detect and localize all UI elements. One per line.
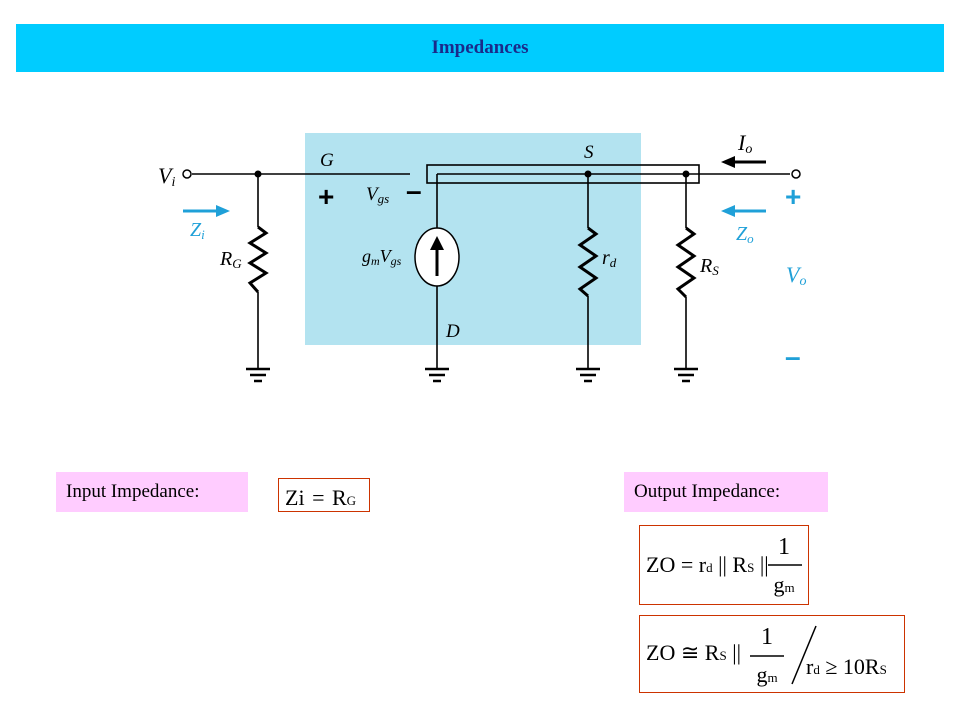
output-impedance-text: Output Impedance: xyxy=(634,481,781,502)
title-bar: Impedances xyxy=(16,24,944,72)
condition-slash xyxy=(791,625,817,685)
zo2-lhs-sub: O xyxy=(659,640,675,665)
zo2-den-main: g xyxy=(756,662,767,687)
zo-rd-main: r xyxy=(699,552,707,577)
zi-arrow-icon xyxy=(183,205,230,217)
zo2-rs-sub: S xyxy=(719,648,726,663)
input-impedance-label: Input Impedance: xyxy=(56,472,248,512)
zo-rd-sub: d xyxy=(706,560,713,575)
circuit-diagram: Vi G S D Io RG Vgs gmVgs rd RS Zi Zo Vo … xyxy=(158,130,806,383)
resistor-rs xyxy=(675,226,697,299)
cond-rhs-sub: S xyxy=(880,662,887,677)
zo-equals: = xyxy=(681,552,693,577)
output-impedance-label: Output Impedance: xyxy=(624,472,828,512)
zi-label: Zi xyxy=(190,219,205,242)
vi-label: Vi xyxy=(158,163,175,190)
cond-geq: ≥ xyxy=(825,654,837,679)
vgs-plus-sign: + xyxy=(318,181,334,212)
zo-parallel-2: || xyxy=(760,552,769,577)
vgs-minus-sign: – xyxy=(406,175,422,206)
zi-equals: = xyxy=(312,485,324,510)
page-title: Impedances xyxy=(431,37,529,58)
junction-dot xyxy=(682,170,690,178)
svg-text:Zi = RG: Zi = RG xyxy=(285,485,356,510)
rg-label: RG xyxy=(219,248,242,271)
vo-label: Vo xyxy=(786,262,806,289)
resistor-rd xyxy=(577,226,599,298)
zo2-parallel: || xyxy=(732,640,741,665)
zo2-lhs-main: Z xyxy=(646,640,659,665)
zo-den-sub: m xyxy=(784,580,794,595)
zo2-rs-main: R xyxy=(705,640,720,665)
zo-parallel-1: || xyxy=(718,552,727,577)
vo-plus-sign: + xyxy=(785,181,801,212)
svg-text:gm: gm xyxy=(773,572,794,597)
output-impedance-approx-formula: ZO ≅ RS || 1 gm rd ≥ 10RS xyxy=(639,615,905,693)
vi-terminal xyxy=(182,169,192,179)
zo-fraction-numerator: 1 xyxy=(778,534,790,560)
wires xyxy=(192,164,790,368)
zo-lhs-sub: O xyxy=(659,552,675,577)
ground-icon xyxy=(674,367,698,383)
zi-rhs-sub: G xyxy=(347,493,356,508)
zi-lhs: Zi xyxy=(285,485,305,510)
cond-rhs-main: 10R xyxy=(843,654,880,679)
ground-icon xyxy=(246,367,270,383)
input-impedance-formula: Zi = RG xyxy=(278,478,370,512)
svg-text:gm: gm xyxy=(756,662,777,687)
junction-dot xyxy=(254,170,262,178)
junction-dot xyxy=(584,170,592,178)
resistor-rg xyxy=(247,225,269,293)
zo-den-main: g xyxy=(773,572,784,597)
vo-minus-sign: – xyxy=(785,341,801,372)
zo-rs-sub: S xyxy=(747,560,754,575)
source-label: S xyxy=(584,142,594,163)
rs-label: RS xyxy=(699,255,719,278)
ground-icon xyxy=(425,367,449,383)
vgs-label: Vgs xyxy=(366,184,389,206)
zo2-den-sub: m xyxy=(767,670,777,685)
ground-icon xyxy=(576,367,600,383)
svg-text:ZO = rd ||: ZO = rd || RS || xyxy=(646,552,769,577)
zi-rhs-main: R xyxy=(332,485,347,510)
zo2-fraction-numerator: 1 xyxy=(761,624,773,650)
zo-label: Zo xyxy=(736,223,754,246)
fet-model-box xyxy=(305,133,641,345)
input-impedance-text: Input Impedance: xyxy=(66,481,200,502)
drain-label: D xyxy=(445,321,460,342)
gate-label: G xyxy=(320,150,334,171)
rd-label: rd xyxy=(602,247,617,270)
svg-text:ZO ≅ RS ||: ZO ≅ RS || xyxy=(646,640,741,665)
zo-rs-main: R xyxy=(732,552,747,577)
zo-arrow-icon xyxy=(721,205,766,217)
io-label: Io xyxy=(737,130,752,157)
zo-lhs-main: Z xyxy=(646,552,659,577)
gm-vgs-label: gmVgs xyxy=(362,246,402,268)
cond-rd-main: r xyxy=(806,654,814,679)
current-source xyxy=(414,227,460,287)
cond-rd-sub: d xyxy=(813,662,820,677)
zo2-approx: ≅ xyxy=(681,640,699,665)
svg-text:rd ≥ 10RS: rd ≥ 10RS xyxy=(806,654,887,679)
io-arrow-icon xyxy=(721,156,766,168)
vo-terminal xyxy=(791,169,801,179)
output-impedance-formula: ZO = rd || RS || 1 gm xyxy=(639,525,809,605)
